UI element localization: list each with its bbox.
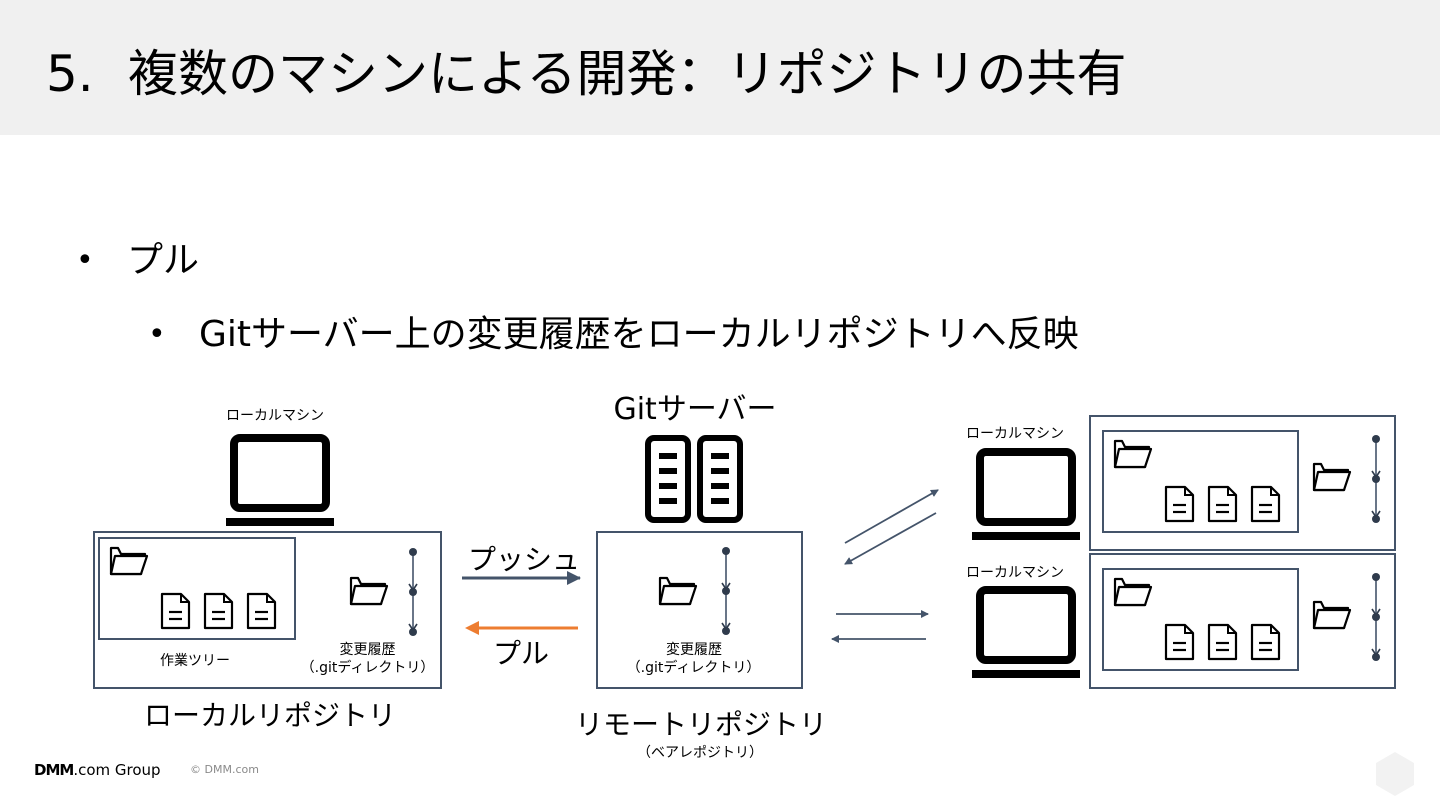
title-bar: 5. 複数のマシンによる開発：リポジトリの共有 [0, 0, 1440, 135]
left-machine-label: ローカルマシン [226, 408, 324, 424]
file-icon [1164, 623, 1195, 661]
history-label: 変更履歴 [339, 642, 396, 658]
bullet-level-1: プル [127, 240, 200, 281]
logo-bold-text: DMM [34, 761, 74, 779]
push-label: プッシュ [467, 543, 580, 576]
right-machine-1-label: ローカルマシン [966, 426, 1064, 442]
dmm-logo: DMM.com Group [34, 760, 161, 780]
left-laptop-icon [226, 438, 334, 526]
file-icon [160, 592, 191, 630]
file-icon [203, 592, 234, 630]
local-repository-label: ローカルリポジトリ [143, 699, 396, 732]
bullet-dot-1: • [76, 243, 94, 278]
file-icon [1207, 485, 1238, 523]
sync-arrow-up [844, 489, 939, 544]
file-icon [1207, 623, 1238, 661]
bare-repository-label: （ベアレポジトリ） [637, 745, 763, 761]
remote-history-label: 変更履歴 [666, 642, 722, 658]
sync-arrow-down [844, 512, 937, 565]
remote-git-dir-label: （.gitディレクトリ） [626, 660, 761, 676]
server-icon [645, 435, 743, 523]
copyright: © DMM.com [190, 763, 259, 776]
git-dir-label: （.gitディレクトリ） [300, 660, 435, 676]
bullet-level-2: Gitサーバー上の変更履歴をローカルリポジトリへ反映 [199, 314, 1079, 355]
file-icon [1250, 485, 1281, 523]
server-label: Gitサーバー [613, 392, 777, 427]
remote-repository-label: リモートリポジトリ [575, 708, 828, 741]
right-machine-2-label: ローカルマシン [966, 565, 1064, 581]
file-icon [246, 592, 277, 630]
slide-number: 5. [46, 45, 94, 103]
logo-rest-text: .com Group [73, 761, 161, 779]
pull-label: プル [492, 637, 549, 670]
right-laptop-2-icon [972, 590, 1080, 678]
slide-title: 複数のマシンによる開発：リポジトリの共有 [128, 45, 1127, 103]
file-icon [1164, 485, 1195, 523]
work-tree-label: 作業ツリー [160, 653, 230, 669]
bullet-dot-2: • [148, 317, 166, 352]
right-laptop-1-icon [972, 452, 1080, 540]
hexagon-icon [1376, 752, 1414, 796]
remote-repository-box [596, 531, 803, 689]
file-icon [1250, 623, 1281, 661]
